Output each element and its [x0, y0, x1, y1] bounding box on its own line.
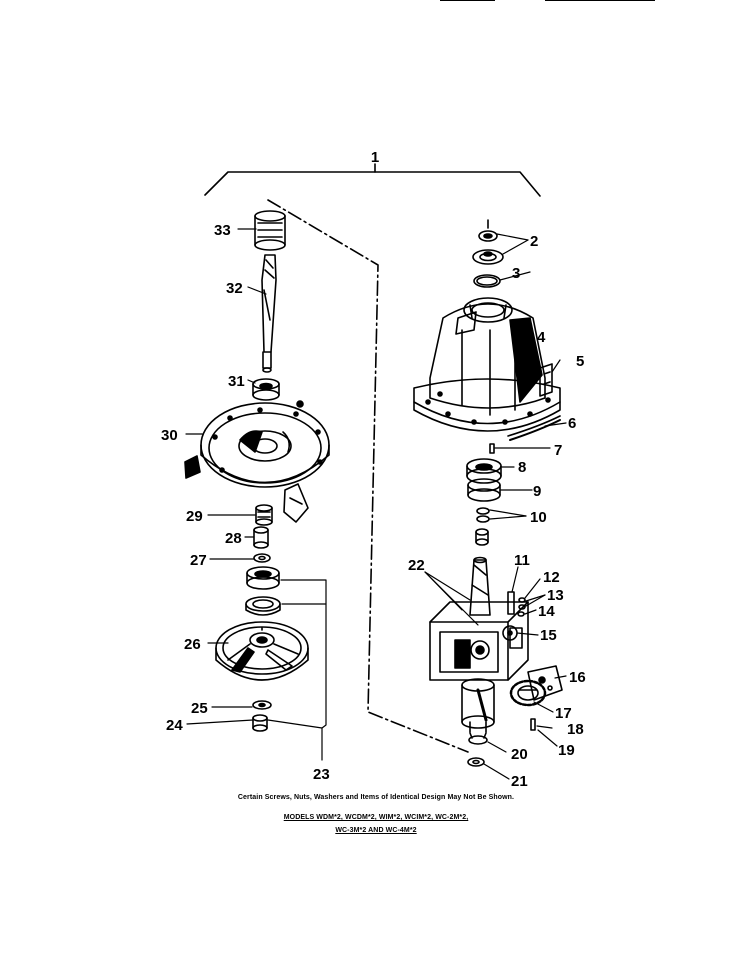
leader-lines — [185, 228, 567, 780]
callout-14: 14 — [538, 603, 555, 620]
part-4-housing — [413, 297, 561, 432]
part-11-pin — [507, 591, 515, 615]
callout-22: 22 — [408, 557, 425, 574]
callout-25: 25 — [191, 700, 208, 717]
callout-9: 9 — [533, 483, 541, 500]
callout-13: 13 — [547, 587, 564, 604]
part-31-bearing — [252, 378, 280, 401]
part-6-gasket — [507, 415, 561, 441]
callout-26: 26 — [184, 636, 201, 653]
callout-15: 15 — [540, 627, 557, 644]
part-16-17-gear-plate — [509, 665, 563, 707]
callout-31: 31 — [228, 373, 245, 390]
callout-2: 2 — [530, 233, 538, 250]
callout-27: 27 — [190, 552, 207, 569]
callout-10: 10 — [530, 509, 547, 526]
collar — [475, 528, 489, 546]
callout-11: 11 — [514, 552, 530, 569]
footer-note: Certain Screws, Nuts, Washers and Items … — [237, 794, 515, 801]
part-26-pulley — [215, 621, 309, 681]
part-32-shaft — [261, 254, 277, 373]
callout-32: 32 — [226, 280, 243, 297]
callout-19: 19 — [558, 742, 575, 759]
divider-line — [267, 199, 469, 753]
callout-16: 16 — [569, 669, 586, 686]
top-rule-left — [440, 0, 495, 1]
part-27-washer — [253, 553, 271, 563]
callout-5: 5 — [576, 353, 584, 370]
part-7-pin — [489, 443, 495, 454]
callout-17: 17 — [555, 705, 572, 722]
top-rule-right — [545, 0, 655, 1]
callout-30: 30 — [161, 427, 178, 444]
part-3-ring — [473, 274, 501, 288]
part-12-14-fasteners — [517, 597, 526, 617]
part-28-bushing — [253, 526, 269, 549]
part-23-bearing-upper — [246, 566, 280, 590]
callout-1: 1 — [371, 149, 379, 166]
assembly-bracket — [204, 171, 541, 197]
part-5-clip — [539, 363, 553, 397]
part-30-housing — [184, 400, 330, 523]
part-9-bushing — [467, 478, 501, 502]
callout-8: 8 — [518, 459, 526, 476]
callout-6: 6 — [568, 415, 576, 432]
models-line-1: MODELS WDM*2, WCDM*2, WIM*2, WCIM*2, WC-… — [283, 814, 469, 821]
part-25-washer — [252, 700, 272, 710]
models-line-2: WC-3M*2 AND WC-4M*2 — [335, 827, 417, 834]
callout-24: 24 — [166, 717, 183, 734]
callout-7: 7 — [554, 442, 562, 459]
part-10-washers — [476, 507, 490, 523]
part-24-nut — [252, 714, 268, 732]
part-20-seal — [468, 732, 488, 745]
callout-18: 18 — [567, 721, 584, 738]
callout-12: 12 — [543, 569, 560, 586]
callout-28: 28 — [225, 530, 242, 547]
callout-21: 21 — [511, 773, 528, 790]
callout-23: 23 — [313, 766, 330, 783]
part-21-washer — [467, 757, 485, 767]
part-22-shaft-gearcase — [429, 556, 529, 733]
callout-4: 4 — [537, 329, 546, 346]
callout-33: 33 — [214, 222, 231, 239]
part-33-nut — [254, 210, 286, 251]
part-8-bearing — [466, 458, 502, 484]
callout-29: 29 — [186, 508, 203, 525]
part-29-bushing — [255, 504, 273, 526]
callout-20: 20 — [511, 746, 528, 763]
part-2-seal — [472, 219, 504, 265]
callout-3: 3 — [512, 265, 520, 282]
part-18-pin — [530, 718, 536, 731]
part-23-bearing-lower — [245, 596, 281, 616]
